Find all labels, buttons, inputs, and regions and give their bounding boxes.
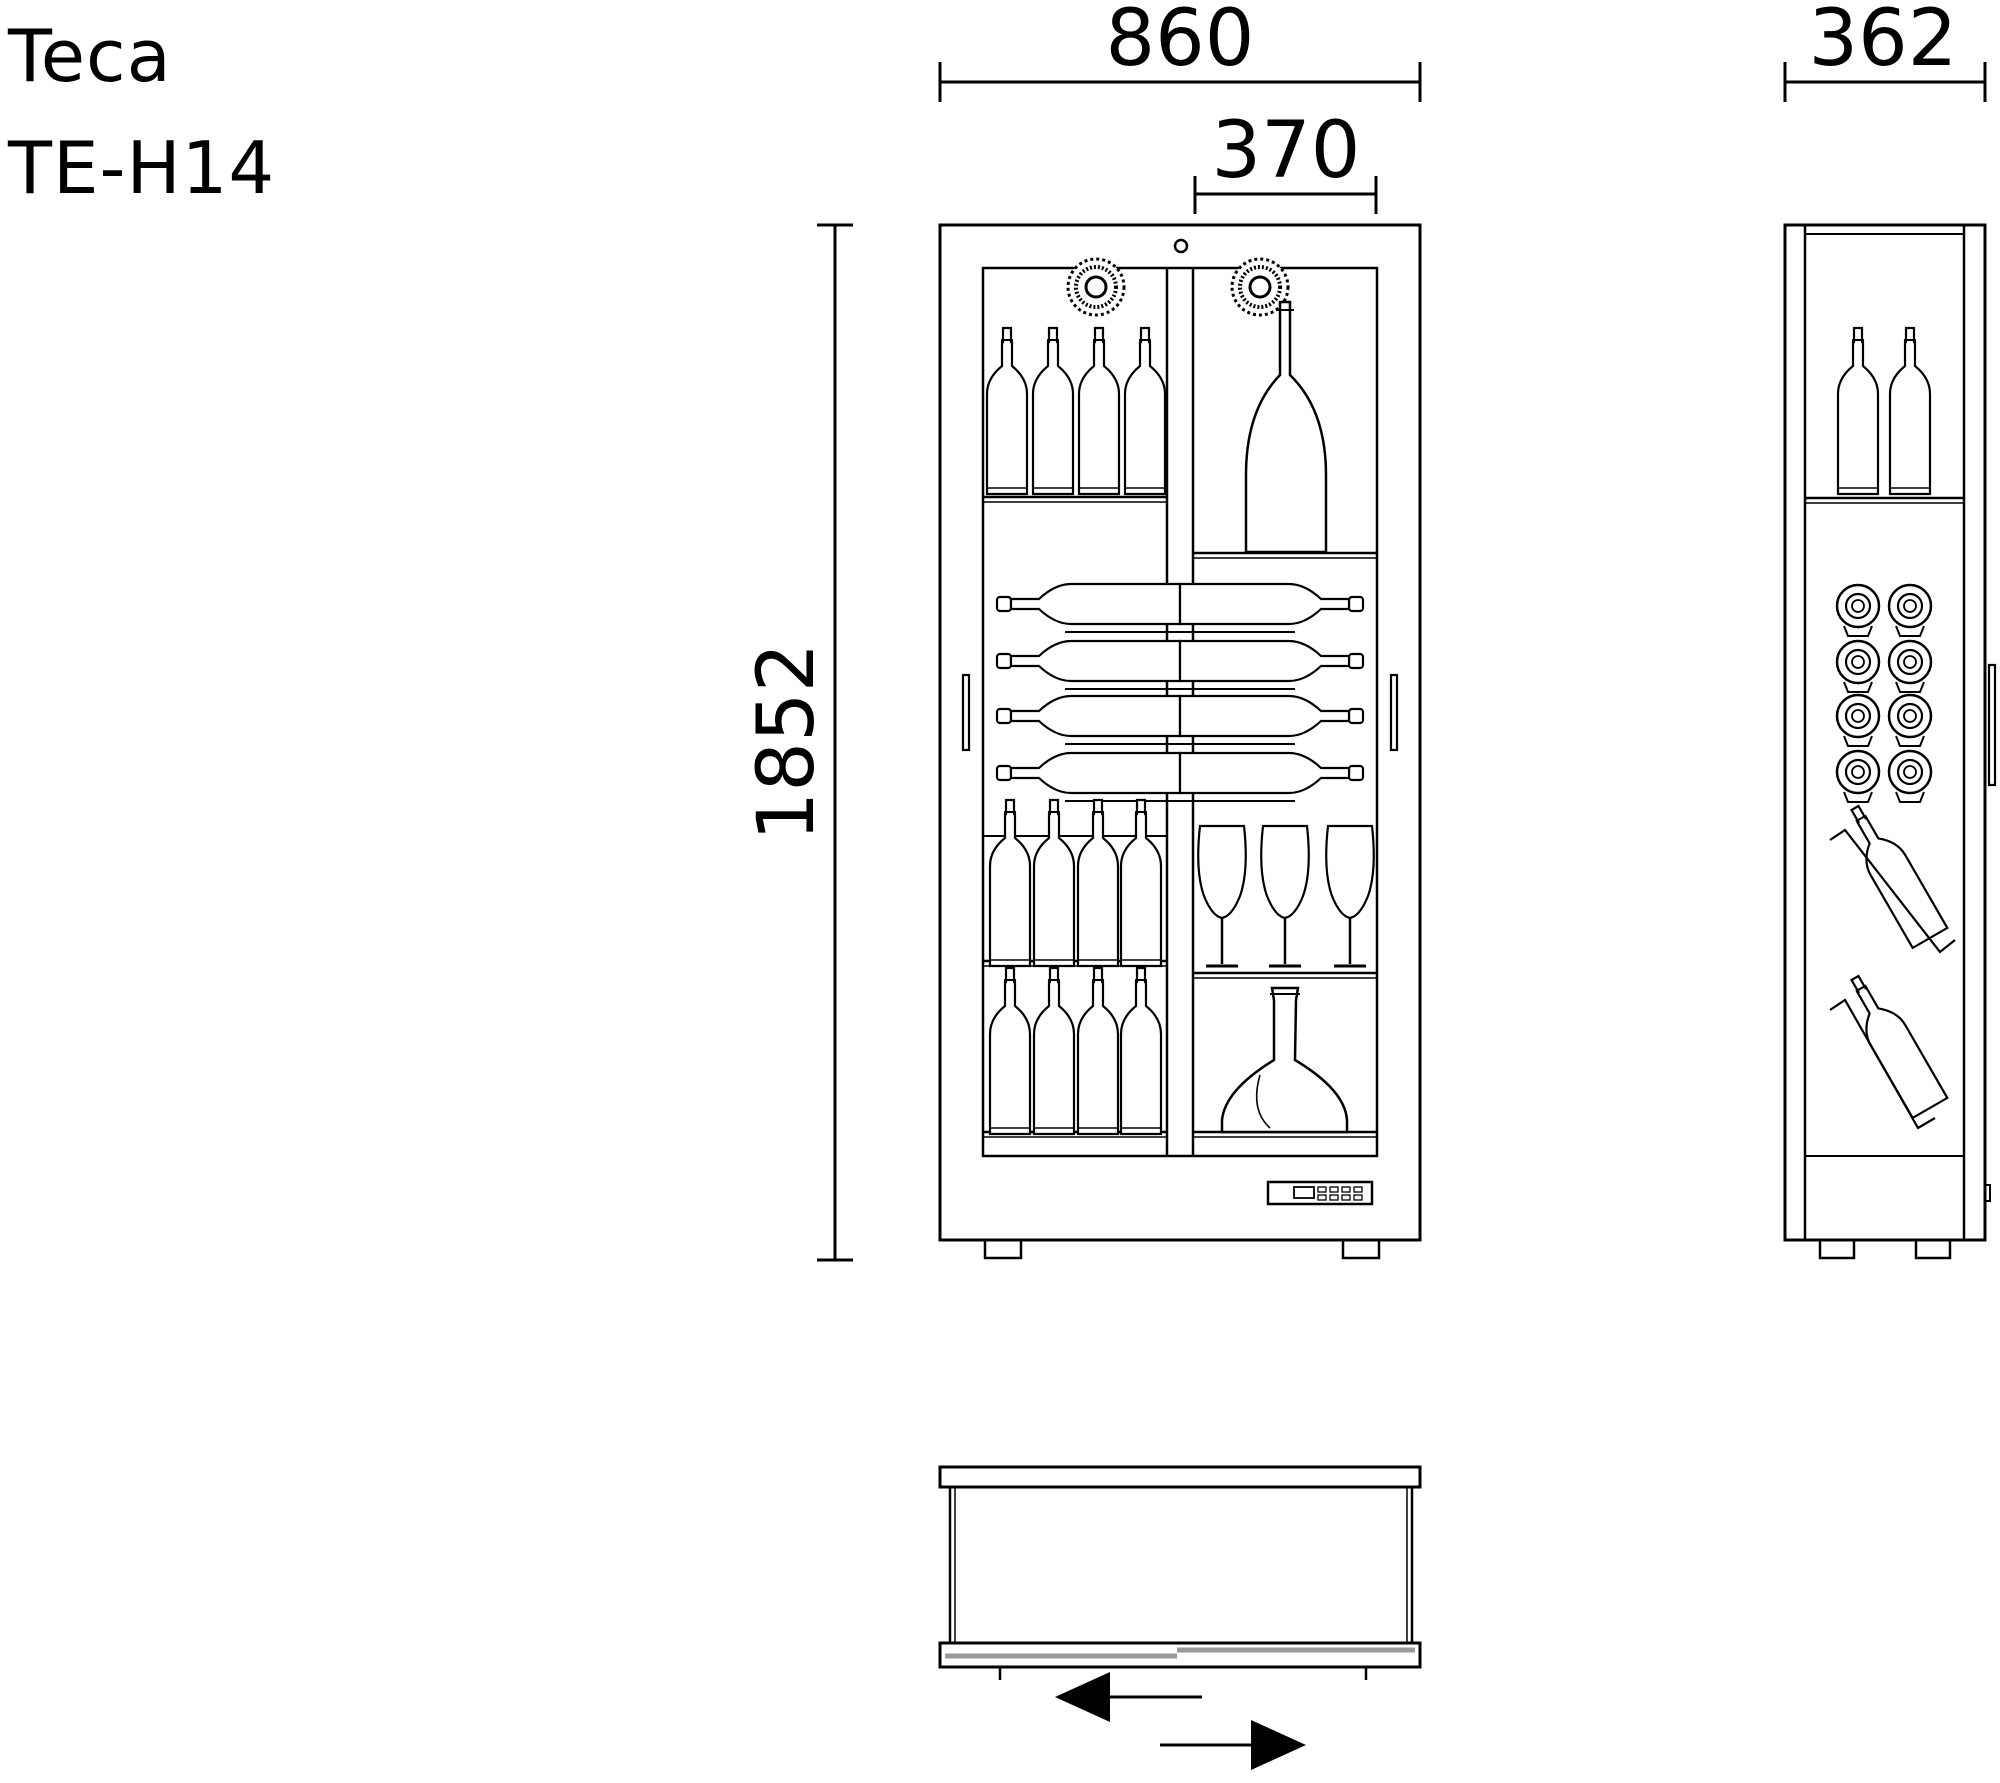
- dimension-door-width: 370: [1193, 106, 1378, 214]
- door-handle: [961, 673, 971, 752]
- door-handle: [1389, 673, 1399, 752]
- bottles-middle-left: [988, 798, 1163, 968]
- door-width-label: 370: [1212, 106, 1361, 196]
- racked-bottles-right: [1178, 582, 1365, 803]
- lock-icon: [1173, 238, 1189, 254]
- product-family: Teca: [8, 14, 172, 98]
- bottles-top-left: [985, 326, 1167, 496]
- side-frame: [1783, 223, 1987, 1242]
- arrow-left-icon: [1055, 1672, 1202, 1722]
- side-door-handle: [1987, 663, 1997, 787]
- side-view: [1783, 223, 1997, 1260]
- foot: [1341, 1238, 1381, 1260]
- arrow-right-icon: [1160, 1720, 1306, 1770]
- wine-glasses: [1196, 824, 1376, 968]
- dimension-depth: 362: [1783, 0, 1987, 102]
- plan-view: [938, 1465, 1422, 1680]
- overall-width-label: 860: [1106, 0, 1255, 84]
- title-block: Teca TE-H14: [8, 0, 275, 224]
- cabinet-frame: [938, 223, 1422, 1242]
- fan-icon: [1066, 257, 1126, 317]
- foot: [983, 1238, 1023, 1260]
- racked-bottles-left: [995, 582, 1182, 803]
- model-code: TE-H14: [8, 126, 276, 210]
- glass-doors: [981, 266, 1379, 1158]
- dimension-height: 1852: [742, 223, 853, 1262]
- side-bottle-ends: [1835, 583, 1933, 804]
- control-panel: [1266, 1180, 1374, 1206]
- bottles-bottom-left: [988, 966, 1163, 1136]
- side-tilted-bottles: [1829, 796, 1956, 1130]
- depth-label: 362: [1809, 0, 1958, 84]
- decanter: [1220, 986, 1349, 1134]
- magnum-bottle: [1244, 300, 1328, 554]
- height-label: 1852: [742, 643, 832, 842]
- display: [1293, 1186, 1315, 1199]
- dimension-overall-width: 860: [938, 0, 1422, 102]
- side-bottles-top: [1836, 326, 1932, 496]
